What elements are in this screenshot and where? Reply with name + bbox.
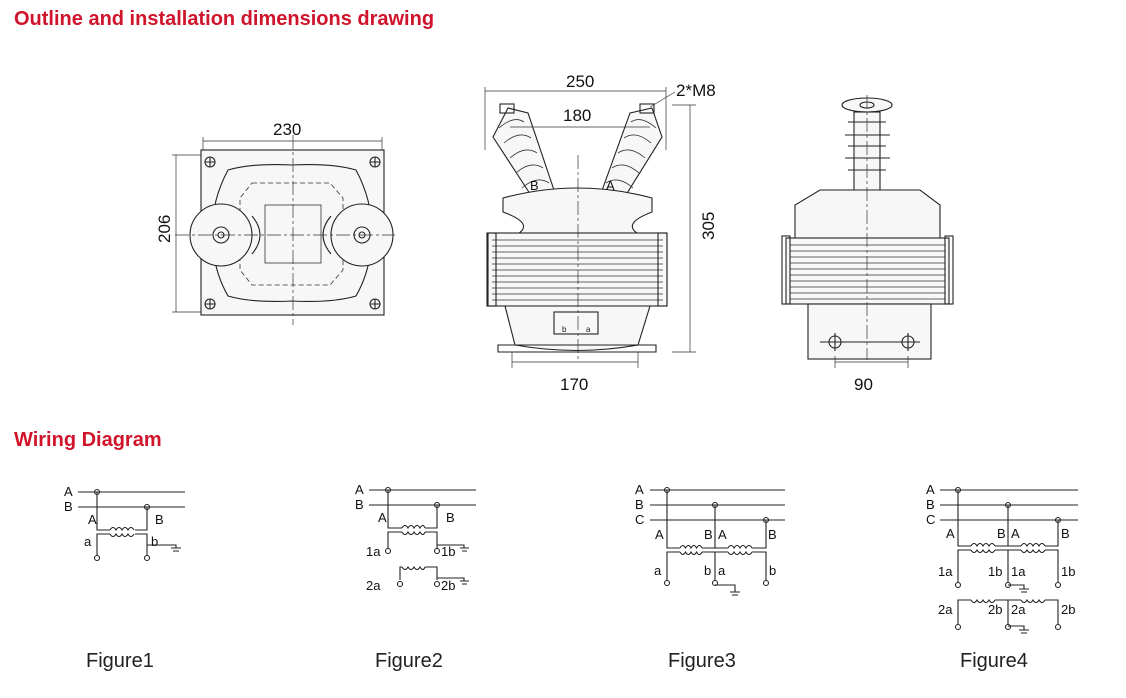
fig3-primary-b2: B: [768, 527, 777, 542]
figure2-caption: Figure2: [375, 650, 443, 672]
figure1-caption: Figure1: [86, 650, 154, 672]
fig3-line-c: C: [635, 512, 644, 527]
bushing-b-label: B: [530, 178, 539, 193]
figure3-caption: Figure3: [668, 650, 736, 672]
fig4-secondary-2b-right: 2b: [1061, 602, 1075, 617]
figure3-diagram: [650, 486, 785, 596]
fig2-line-b: B: [355, 497, 364, 512]
fig4-primary-b1: B: [997, 526, 1006, 541]
fig3-secondary-b2: b: [769, 563, 776, 578]
dim-bolt-label: 2*M8: [676, 81, 716, 100]
fig3-primary-a2: A: [718, 527, 727, 542]
dim-230-label: 230: [273, 120, 301, 139]
fig1-line-a: A: [64, 484, 73, 499]
fig4-secondary-2a-right: 2a: [1011, 602, 1026, 617]
fig4-line-c: C: [926, 512, 935, 527]
figure4-caption: Figure4: [960, 650, 1028, 672]
fig1-line-b: B: [64, 499, 73, 514]
figure1-diagram: [78, 488, 185, 562]
fig2-secondary-2b: 2b: [441, 578, 455, 593]
fig2-secondary-2a: 2a: [366, 578, 381, 593]
fig4-secondary-1a-right: 1a: [1011, 564, 1026, 579]
fig4-secondary-2b-left: 2b: [988, 602, 1002, 617]
outline-section-title: Outline and installation dimensions draw…: [14, 8, 435, 30]
fig4-primary-a2: A: [1011, 526, 1020, 541]
fig4-secondary-1b-left: 1b: [988, 564, 1002, 579]
fig3-secondary-a1: a: [654, 563, 662, 578]
side-view-drawing: [781, 95, 954, 368]
dim-250-label: 250: [566, 72, 594, 91]
fig3-primary-a1: A: [655, 527, 664, 542]
fig3-line-a: A: [635, 482, 644, 497]
dim-305-label: 305: [699, 212, 718, 240]
fig4-line-a: A: [926, 482, 935, 497]
fig2-primary-a: A: [378, 510, 387, 525]
fig3-secondary-a2: a: [718, 563, 726, 578]
bushing-a-label: A: [606, 178, 615, 193]
fig2-secondary-1b: 1b: [441, 544, 455, 559]
fig1-primary-b: B: [155, 512, 164, 527]
top-view-drawing: [172, 135, 395, 325]
wiring-section-title: Wiring Diagram: [14, 429, 162, 451]
fig2-secondary-1a: 1a: [366, 544, 381, 559]
fig4-secondary-1a-left: 1a: [938, 564, 953, 579]
dim-180-label: 180: [563, 106, 591, 125]
fig3-secondary-b1: b: [704, 563, 711, 578]
fig4-primary-a1: A: [946, 526, 955, 541]
fig4-secondary-1b-right: 1b: [1061, 564, 1075, 579]
figure2-diagram: [369, 486, 476, 588]
dim-170-label: 170: [560, 375, 588, 394]
dim-206-label: 206: [155, 215, 174, 243]
fig4-primary-b2: B: [1061, 526, 1070, 541]
figure4-diagram: [940, 486, 1078, 634]
fig4-secondary-2a-left: 2a: [938, 602, 953, 617]
fig2-primary-b: B: [446, 510, 455, 525]
fig4-line-b: B: [926, 497, 935, 512]
fig1-secondary-b: b: [151, 534, 158, 549]
fig2-line-a: A: [355, 482, 364, 497]
fig3-primary-b1: B: [704, 527, 713, 542]
fig1-primary-a: A: [88, 512, 97, 527]
fig3-line-b: B: [635, 497, 644, 512]
terminal-a-label: a: [586, 325, 591, 334]
terminal-b-label: b: [562, 325, 567, 334]
dim-90-label: 90: [854, 375, 873, 394]
front-view-drawing: [484, 87, 696, 368]
fig1-secondary-a: a: [84, 534, 92, 549]
